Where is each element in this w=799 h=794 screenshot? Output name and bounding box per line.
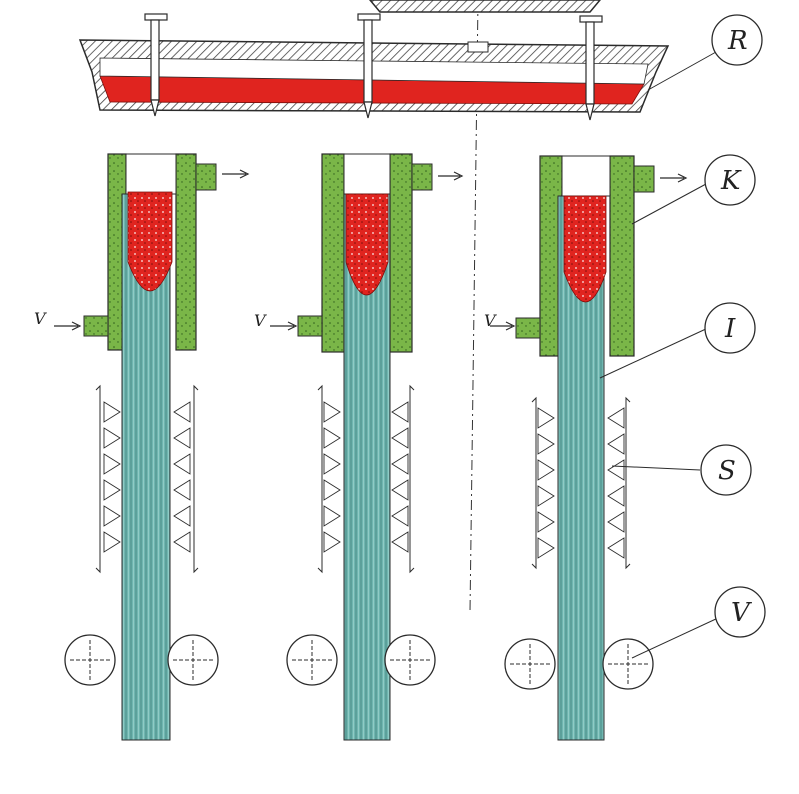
label-I: I	[704, 302, 756, 354]
mold-wall-right	[175, 153, 197, 351]
arrow-right-icon	[54, 321, 82, 331]
tundish	[78, 39, 670, 113]
leader-lines	[599, 51, 719, 659]
svg-text:V: V	[731, 598, 752, 628]
arrow-right-icon	[490, 321, 516, 331]
label-V: V	[714, 586, 766, 638]
label-R: R	[711, 14, 763, 66]
arrow-right-icon	[270, 321, 298, 331]
svg-text:S: S	[718, 456, 736, 486]
ladle-bottom	[369, 0, 601, 13]
water-inlet-label-3: V	[484, 311, 497, 330]
svg-text:K: K	[720, 166, 742, 196]
strand-1	[54, 153, 250, 741]
arrow-right-icon	[222, 169, 250, 179]
spray-nozzles	[103, 401, 191, 553]
arrow-right-icon	[438, 171, 464, 181]
liquid-core	[127, 191, 173, 292]
svg-text:I: I	[724, 314, 736, 344]
svg-text:R: R	[727, 26, 748, 56]
water-inlet-label-2: V	[254, 311, 267, 330]
strand-2	[270, 153, 464, 741]
arrow-right-icon	[660, 173, 688, 183]
strand-3	[490, 155, 688, 741]
stopper-rods	[144, 13, 603, 121]
label-K: K	[704, 154, 756, 206]
water-inlet-label-1: V	[34, 309, 47, 328]
spray-zone	[95, 384, 199, 574]
label-S: S	[700, 444, 752, 496]
